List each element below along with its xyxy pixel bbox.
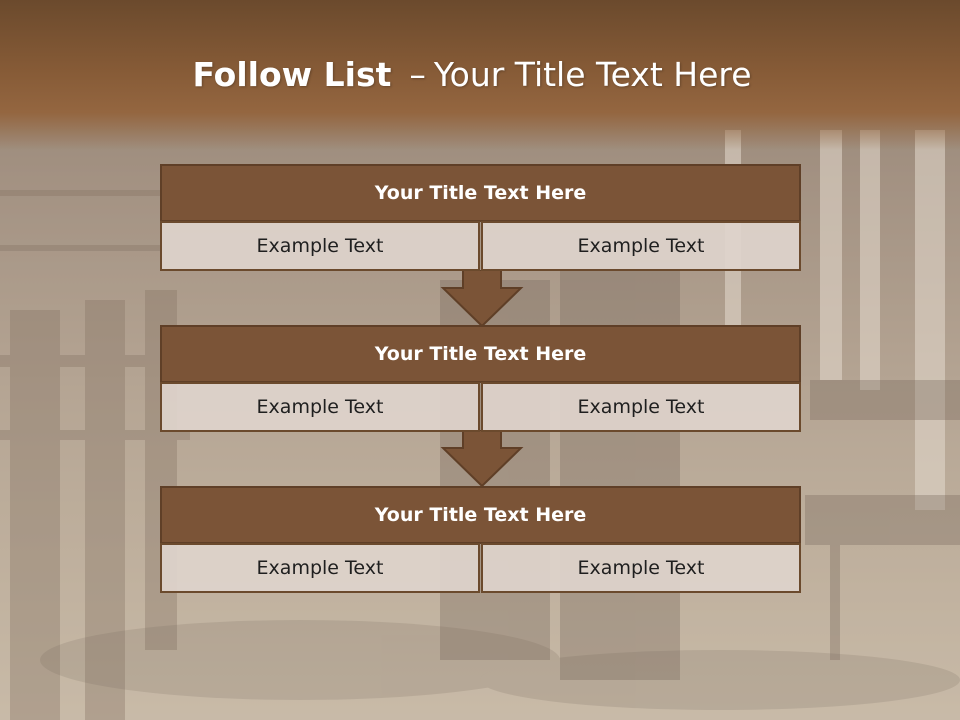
step-block-3: Your Title Text Here Example Text Exampl… bbox=[160, 486, 801, 594]
title-rest-part: Your Title Text Here bbox=[433, 55, 752, 94]
down-arrow-icon bbox=[440, 430, 524, 488]
title-banner bbox=[0, 0, 960, 150]
step-block-1: Your Title Text Here Example Text Exampl… bbox=[160, 164, 801, 272]
step-cell-right: Example Text bbox=[481, 382, 801, 432]
slide-title: Follow List–Your Title Text Here bbox=[0, 52, 944, 98]
title-dash: – bbox=[409, 55, 426, 94]
title-bold-part: Follow List bbox=[192, 55, 392, 94]
step-block-2: Your Title Text Here Example Text Exampl… bbox=[160, 325, 801, 433]
step-heading: Your Title Text Here bbox=[160, 486, 801, 544]
down-arrow-icon bbox=[440, 270, 524, 328]
step-cell-left: Example Text bbox=[160, 382, 480, 432]
step-cell-right: Example Text bbox=[481, 543, 801, 593]
step-heading: Your Title Text Here bbox=[160, 164, 801, 222]
step-heading: Your Title Text Here bbox=[160, 325, 801, 383]
step-cell-left: Example Text bbox=[160, 221, 480, 271]
step-cell-left: Example Text bbox=[160, 543, 480, 593]
step-cell-right: Example Text bbox=[481, 221, 801, 271]
